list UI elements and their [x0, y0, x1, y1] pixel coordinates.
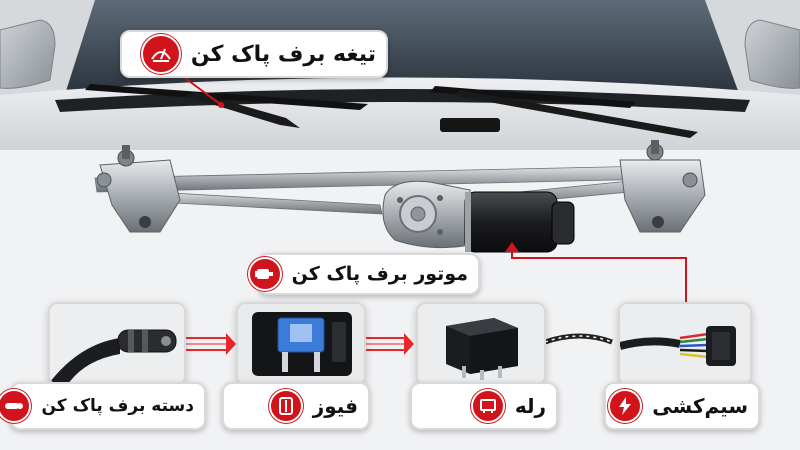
flow-arrow-fuse-to-relay: [362, 333, 414, 355]
relay-illustration: [418, 304, 544, 384]
motor-icon: [247, 257, 282, 291]
wiring-to-motor-arrow: [505, 242, 519, 252]
wiring-illustration: [620, 304, 750, 384]
left-mirror: [0, 19, 56, 89]
relay-label: رله: [410, 382, 558, 430]
fuse-icon: [268, 389, 303, 423]
motor-label: موتور برف پاک کن: [247, 253, 480, 295]
fuse-label: فیوز: [222, 382, 370, 430]
relay-icon: [470, 389, 505, 423]
fuse-card: [236, 302, 366, 386]
lightning-bolt-icon: [608, 389, 643, 423]
blade-label-pointer: [184, 77, 221, 105]
blade-pointer-dot: [218, 102, 224, 108]
wiring-to-motor-line: [511, 250, 687, 324]
wiper-linkage-assembly: [94, 140, 706, 253]
right-mirror: [744, 19, 800, 89]
wiring-label: سیم‌کشی: [604, 382, 760, 430]
relay-card: [416, 302, 546, 386]
stalk-illustration: [50, 304, 184, 384]
wiper-blade-right: [430, 86, 636, 108]
wiper-arm-right: [455, 90, 698, 138]
fuse-label-text: فیوز: [312, 394, 358, 418]
stalk-label: دسته برف پاک کن: [0, 382, 206, 430]
wiper-arm-pivot: [440, 118, 500, 132]
blade-label-text: تیغه برف پاک کن: [190, 41, 376, 67]
blade-label: تیغه برف پاک کن: [120, 30, 388, 78]
flow-cable-relay-to-wiring: [544, 333, 613, 345]
stalk-card: [48, 302, 186, 386]
wiring-card: [618, 302, 752, 386]
wiper-arm-left: [185, 92, 300, 128]
wiring-label-text: سیم‌کشی: [652, 394, 748, 418]
stalk-switch-icon: [0, 389, 32, 423]
windshield-wiper-icon: [140, 34, 181, 74]
fuse-illustration: [238, 304, 364, 384]
motor-label-text: موتور برف پاک کن: [291, 263, 468, 285]
wiper-blade-left: [85, 84, 368, 110]
stalk-label-text: دسته برف پاک کن: [41, 396, 194, 416]
relay-label-text: رله: [514, 394, 546, 418]
flow-arrow-stalk-to-fuse: [184, 333, 236, 355]
